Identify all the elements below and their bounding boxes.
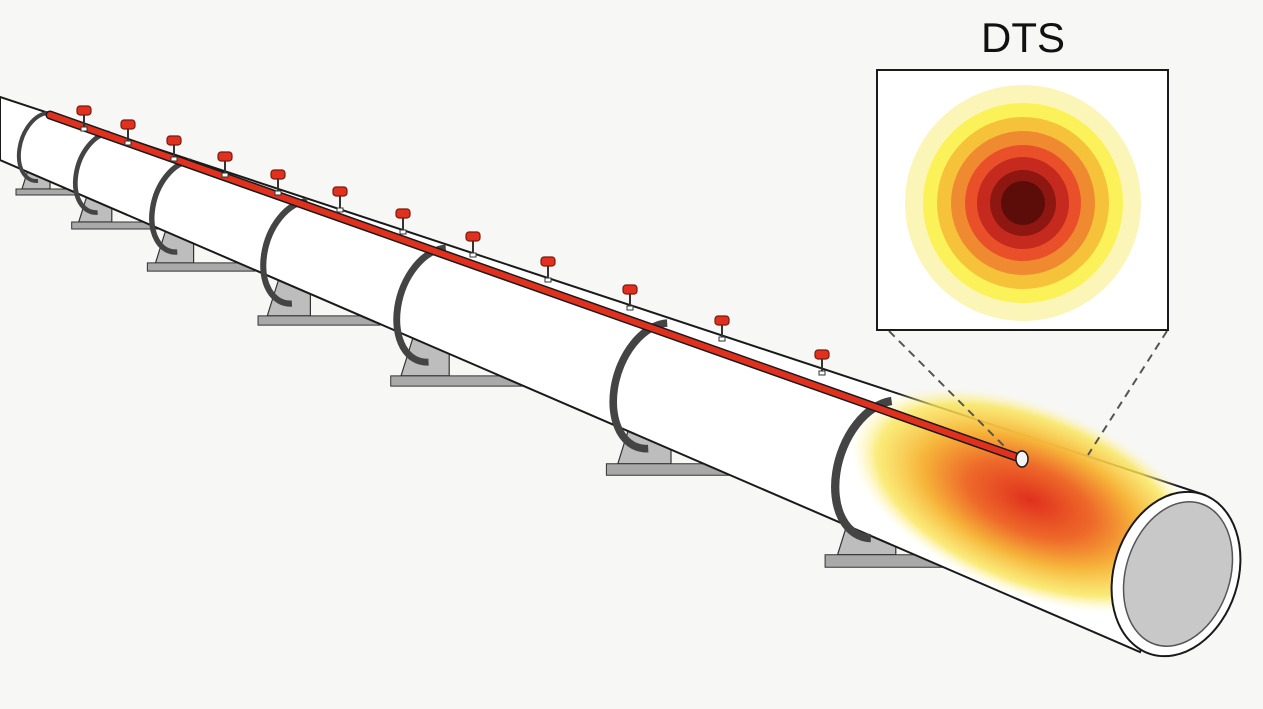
pipe-clamp [149, 158, 192, 255]
sensor-marker [166, 135, 182, 162]
sensor-marker [270, 169, 286, 196]
zoom-line-right [1087, 330, 1168, 456]
dts-title: DTS [981, 14, 1065, 61]
sensor-marker [120, 119, 136, 146]
sensor-markers [76, 105, 830, 376]
sensor-marker [714, 315, 730, 342]
sensor-marker [332, 186, 348, 213]
sensor-marker [217, 151, 233, 178]
dts-heat-map [905, 85, 1141, 321]
sensor-marker [465, 231, 481, 258]
heat-ring [1001, 181, 1045, 225]
support-base [257, 315, 381, 326]
pipe-clamp [72, 130, 110, 215]
pipe-clamp [393, 244, 447, 366]
fiber-cable-fill [47, 112, 1025, 462]
cable-end [1015, 450, 1029, 468]
sensor-marker [814, 349, 830, 376]
sensor-marker [540, 256, 556, 283]
sensor-marker [76, 105, 92, 132]
sensor-marker [395, 208, 411, 235]
pipe-clamp [16, 111, 49, 184]
zoom-line-left [888, 330, 1009, 451]
pipe-clamp [831, 396, 893, 543]
pipe-end-inner [1122, 501, 1234, 647]
sensor-marker [622, 284, 638, 311]
support-base [146, 262, 256, 272]
pipe-clamp [260, 197, 308, 307]
